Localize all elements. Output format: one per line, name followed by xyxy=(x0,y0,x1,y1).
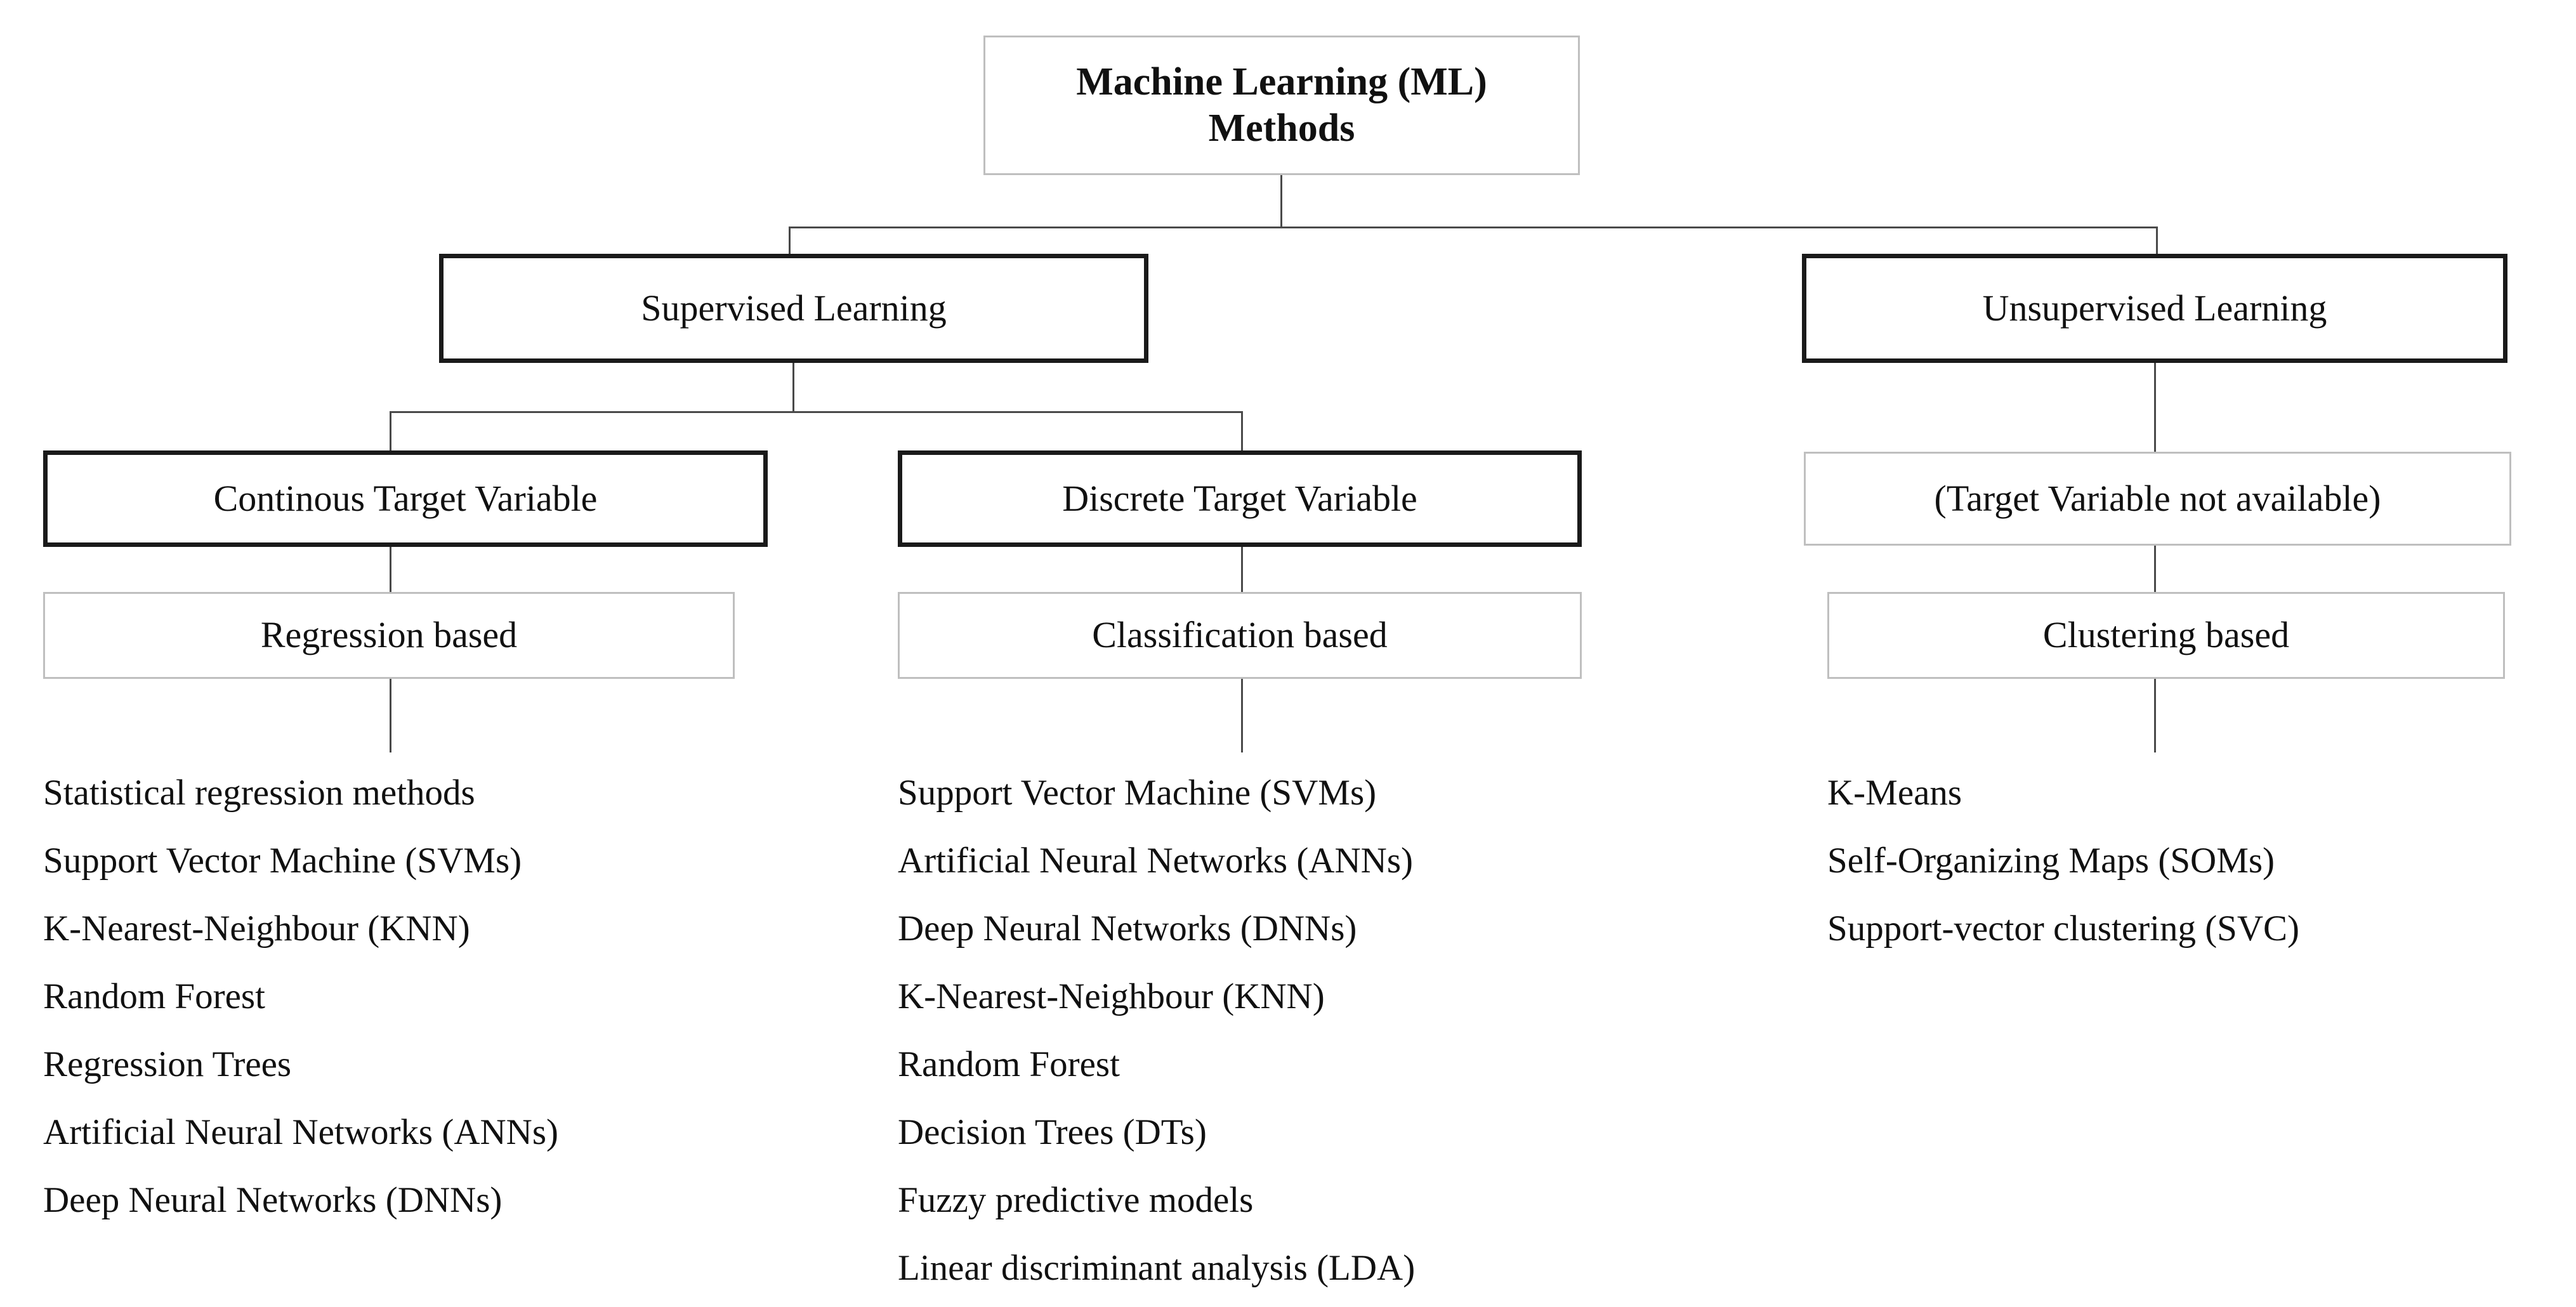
list-classification-methods: Support Vector Machine (SVMs) Artificial… xyxy=(898,759,1415,1302)
node-continuous-target-variable[interactable]: Continous Target Variable xyxy=(43,450,768,547)
list-item: Regression Trees xyxy=(43,1044,292,1084)
list-item: Artificial Neural Networks (ANNs) xyxy=(898,841,1413,881)
node-no-target-variable[interactable]: (Target Variable not available) xyxy=(1804,452,2511,546)
list-item: Statistical regression methods xyxy=(43,773,475,813)
list-item: Support-vector clustering (SVC) xyxy=(1827,909,2300,949)
connector-continuous-to-regression xyxy=(390,547,391,593)
list-item: Deep Neural Networks (DNNs) xyxy=(898,909,1357,949)
connector-discrete-to-classification xyxy=(1241,547,1243,593)
node-unsupervised-learning-label: Unsupervised Learning xyxy=(1982,287,2327,329)
connector-root-split-bar xyxy=(789,227,2158,228)
node-ml-methods[interactable]: Machine Learning (ML) Methods xyxy=(983,36,1580,175)
list-item: K-Means xyxy=(1827,773,1962,813)
list-item: Fuzzy predictive models xyxy=(898,1180,1254,1220)
list-item: K-Nearest-Neighbour (KNN) xyxy=(898,976,1325,1016)
list-item: Support Vector Machine (SVMs) xyxy=(43,841,522,881)
list-item: K-Nearest-Neighbour (KNN) xyxy=(43,909,470,949)
node-regression-based-label: Regression based xyxy=(260,614,518,656)
list-clustering-methods: K-Means Self-Organizing Maps (SOMs) Supp… xyxy=(1827,759,2299,962)
node-ml-methods-line2: Methods xyxy=(1208,107,1355,150)
connector-root-to-unsupervised xyxy=(2156,227,2158,255)
list-item: Support Vector Machine (SVMs) xyxy=(898,773,1377,813)
connector-clustering-to-list xyxy=(2154,679,2156,752)
node-ml-methods-line1: Machine Learning (ML) xyxy=(1076,60,1487,103)
node-no-target-variable-label: (Target Variable not available) xyxy=(1934,477,2381,519)
connector-root-stem xyxy=(1280,175,1282,227)
connector-unsupervised-to-no-target xyxy=(2154,363,2156,452)
node-regression-based[interactable]: Regression based xyxy=(43,592,735,679)
connector-root-to-supervised xyxy=(789,227,791,255)
node-clustering-based[interactable]: Clustering based xyxy=(1827,592,2505,679)
list-item: Random Forest xyxy=(43,976,265,1016)
node-discrete-target-variable[interactable]: Discrete Target Variable xyxy=(898,450,1582,547)
connector-supervised-to-discrete xyxy=(1241,411,1243,450)
connector-no-target-to-clustering xyxy=(2154,546,2156,593)
node-discrete-target-variable-label: Discrete Target Variable xyxy=(1062,477,1417,519)
node-classification-based-label: Classification based xyxy=(1092,614,1388,656)
list-item: Decision Trees (DTs) xyxy=(898,1112,1207,1152)
node-supervised-learning[interactable]: Supervised Learning xyxy=(439,254,1148,363)
list-item: Linear discriminant analysis (LDA) xyxy=(898,1248,1416,1288)
connector-regression-to-list xyxy=(390,679,391,752)
node-clustering-based-label: Clustering based xyxy=(2042,614,2290,656)
node-continuous-target-variable-label: Continous Target Variable xyxy=(213,477,598,519)
node-supervised-learning-label: Supervised Learning xyxy=(641,287,947,329)
list-item: Artificial Neural Networks (ANNs) xyxy=(43,1112,558,1152)
list-regression-methods: Statistical regression methods Support V… xyxy=(43,759,558,1234)
connector-supervised-to-continuous xyxy=(390,411,391,450)
list-item: Deep Neural Networks (DNNs) xyxy=(43,1180,503,1220)
connector-supervised-stem xyxy=(792,363,794,412)
list-item: Random Forest xyxy=(898,1044,1120,1084)
list-item: Self-Organizing Maps (SOMs) xyxy=(1827,841,2275,881)
node-classification-based[interactable]: Classification based xyxy=(898,592,1582,679)
connector-classification-to-list xyxy=(1241,679,1243,752)
connector-supervised-split-bar xyxy=(390,411,1243,413)
node-unsupervised-learning[interactable]: Unsupervised Learning xyxy=(1802,254,2507,363)
